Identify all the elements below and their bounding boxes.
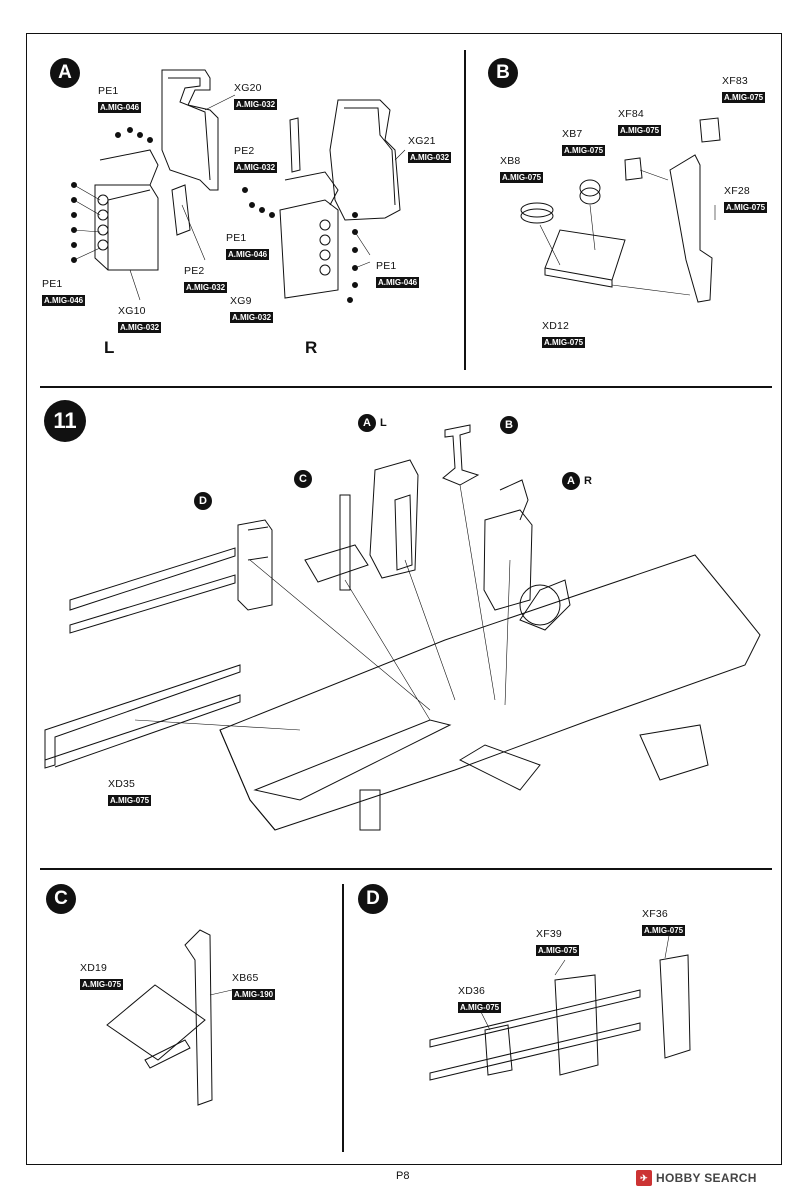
paint-code: A.MIG-032: [234, 162, 278, 173]
paint-code: A.MIG-032: [234, 99, 278, 110]
paint-code: A.MIG-075: [542, 337, 586, 348]
panel-a-badge: A: [50, 58, 80, 88]
page-number: P8: [396, 1170, 410, 1182]
part-code: PE2: [184, 265, 205, 277]
watermark-text: HOBBY SEARCH: [656, 1171, 757, 1185]
paint-code: A.MIG-032: [184, 282, 228, 293]
panel-d-drawing: [429, 929, 691, 1081]
paint-code: A.MIG-075: [500, 172, 544, 183]
paint-code: A.MIG-046: [98, 102, 142, 113]
part-callout: XG9 A.MIG-032: [230, 295, 274, 325]
part-callout: XF83 A.MIG-075: [722, 75, 766, 105]
paint-code: A.MIG-075: [458, 1002, 502, 1013]
part-code: XG10: [118, 305, 146, 317]
part-callout: XF84 A.MIG-075: [618, 108, 662, 138]
part-code: PE1: [42, 278, 63, 290]
part-code: PE1: [98, 85, 119, 97]
paint-code: A.MIG-075: [536, 945, 580, 956]
paint-code: A.MIG-032: [230, 312, 274, 323]
part-code: XD12: [542, 320, 570, 332]
part-code: XD19: [80, 962, 108, 974]
paint-code: A.MIG-190: [232, 989, 276, 1000]
watermark: ✈ HOBBY SEARCH: [636, 1170, 757, 1186]
part-code: PE1: [226, 232, 247, 244]
callout-badge-d: D: [194, 492, 212, 510]
hobby-search-logo-icon: ✈: [636, 1170, 652, 1186]
paint-code: A.MIG-032: [118, 322, 162, 333]
part-callout: XD19 A.MIG-075: [80, 962, 124, 992]
part-callout: XG21 A.MIG-032: [408, 135, 452, 165]
callout-badge-a-left: A: [358, 414, 376, 432]
part-code: XF84: [618, 108, 644, 120]
left-side-label: L: [104, 338, 115, 357]
part-code: XG20: [234, 82, 262, 94]
part-callout: XF36 A.MIG-075: [642, 908, 686, 938]
part-code: XF28: [724, 185, 750, 197]
part-code: XB8: [500, 155, 521, 167]
part-code: PE1: [376, 260, 397, 272]
part-callout: PE1 A.MIG-046: [226, 232, 270, 262]
panel-a-left-drawing: [71, 69, 236, 301]
divider-ab: [464, 50, 466, 370]
page-frame: [26, 33, 782, 1165]
part-callout: PE1 A.MIG-046: [98, 85, 142, 115]
part-code: XD36: [458, 985, 486, 997]
panel-c-drawing: [106, 929, 233, 1106]
panel-a-right-drawing: [242, 99, 406, 303]
part-callout: PE1 A.MIG-046: [42, 278, 86, 308]
part-callout: XG10 A.MIG-032: [118, 305, 162, 335]
divider-bottom: [40, 868, 772, 870]
callout-badge-c: C: [294, 470, 312, 488]
paint-code: A.MIG-075: [108, 795, 152, 806]
step-11-drawing: [44, 424, 761, 831]
step-number-badge: 11: [44, 400, 86, 442]
part-code: XB7: [562, 128, 583, 140]
part-code: PE2: [234, 145, 255, 157]
paint-code: A.MIG-046: [376, 277, 420, 288]
right-side-label: R: [305, 338, 318, 357]
paint-code: A.MIG-075: [724, 202, 768, 213]
part-code: XF83: [722, 75, 748, 87]
part-callout: PE2 A.MIG-032: [234, 145, 278, 175]
part-callout: XG20 A.MIG-032: [234, 82, 278, 112]
part-callout: XF39 A.MIG-075: [536, 928, 580, 958]
part-callout: XD35 A.MIG-075: [108, 778, 152, 808]
callout-badge-a-right: A: [562, 472, 580, 490]
paint-code: A.MIG-046: [226, 249, 270, 260]
part-callout: XB7 A.MIG-075: [562, 128, 606, 158]
panel-c-badge: C: [46, 884, 76, 914]
part-code: XG21: [408, 135, 436, 147]
part-callout: XD36 A.MIG-075: [458, 985, 502, 1015]
panel-b-badge: B: [488, 58, 518, 88]
divider-cd: [342, 884, 344, 1152]
part-callout: PE1 A.MIG-046: [376, 260, 420, 290]
part-code: XF36: [642, 908, 668, 920]
part-code: XB65: [232, 972, 259, 984]
part-callout: XD12 A.MIG-075: [542, 320, 586, 350]
paint-code: A.MIG-075: [618, 125, 662, 136]
part-callout: XF28 A.MIG-075: [724, 185, 768, 215]
divider-top: [40, 386, 772, 388]
part-callout: XB8 A.MIG-075: [500, 155, 544, 185]
panel-d-badge: D: [358, 884, 388, 914]
callout-side-label: R: [584, 475, 592, 487]
part-callout: XB65 A.MIG-190: [232, 972, 276, 1002]
paint-code: A.MIG-046: [42, 295, 86, 306]
paint-code: A.MIG-075: [642, 925, 686, 936]
part-callout: PE2 A.MIG-032: [184, 265, 228, 295]
callout-badge-b: B: [500, 416, 518, 434]
callout-side-label: L: [380, 417, 387, 429]
paint-code: A.MIG-075: [562, 145, 606, 156]
part-code: XG9: [230, 295, 252, 307]
part-code: XF39: [536, 928, 562, 940]
part-code: XD35: [108, 778, 136, 790]
panel-b-drawing: [520, 117, 721, 303]
paint-code: A.MIG-075: [80, 979, 124, 990]
paint-code: A.MIG-075: [722, 92, 766, 103]
paint-code: A.MIG-032: [408, 152, 452, 163]
